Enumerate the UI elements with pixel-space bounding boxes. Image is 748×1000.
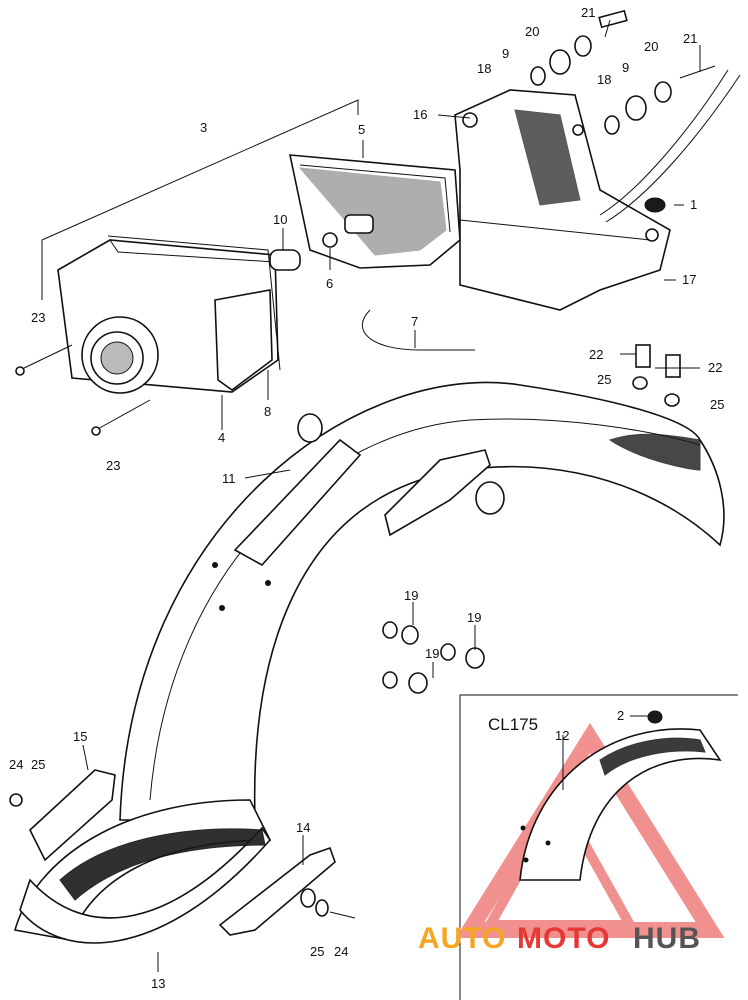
cl175-inset	[459, 694, 738, 1000]
inset-model-label: CL175	[488, 715, 538, 734]
callout-9a: 9	[502, 46, 509, 61]
rear-bracket	[454, 69, 741, 311]
callout-15: 15	[73, 729, 87, 744]
callout-24b: 24	[334, 944, 348, 959]
callout-18a: 18	[477, 61, 491, 76]
callout-11: 11	[222, 471, 236, 486]
watermark-hub: HUB	[633, 922, 701, 955]
callout-20b: 20	[644, 39, 658, 54]
side-bracket	[9, 769, 356, 936]
callout-23b: 23	[106, 458, 120, 473]
wire-harness	[361, 309, 475, 351]
mud-flap	[13, 799, 272, 944]
bracket-hardware	[530, 9, 716, 213]
callout-25a: 25	[31, 757, 45, 772]
callout-14: 14	[296, 820, 310, 835]
rear-fender	[119, 381, 725, 821]
callout-22b: 22	[708, 360, 722, 375]
callout-1: 1	[690, 197, 697, 212]
callout-9b: 9	[622, 60, 629, 75]
callout-19c: 19	[425, 646, 439, 661]
callout-12: 12	[555, 728, 569, 743]
watermark-auto: AUTO	[418, 922, 506, 955]
callout-17: 17	[682, 272, 696, 287]
callout-25d: 25	[310, 944, 324, 959]
callouts: 1 2 3 4 5 6 7 8 9 9 10 11 12 13 14 15 16…	[9, 5, 724, 991]
callout-21b: 21	[683, 31, 697, 46]
callout-19b: 19	[467, 610, 481, 625]
callout-3: 3	[200, 120, 207, 135]
callout-18b: 18	[597, 72, 611, 87]
taillight-base	[288, 154, 461, 269]
callout-16: 16	[413, 107, 427, 122]
leader-lines	[82, 19, 701, 972]
callout-25b: 25	[597, 372, 611, 387]
callout-2: 2	[617, 708, 624, 723]
callout-23a: 23	[31, 310, 45, 325]
watermark-moto: MOTO	[517, 922, 610, 955]
callout-24a: 24	[9, 757, 23, 772]
callout-6: 6	[326, 276, 333, 291]
callout-20a: 20	[525, 24, 539, 39]
callout-7: 7	[411, 314, 418, 329]
callout-22a: 22	[589, 347, 603, 362]
taillight-assembly	[15, 99, 359, 436]
callout-8: 8	[264, 404, 271, 419]
callout-21a: 21	[581, 5, 595, 20]
callout-5: 5	[358, 122, 365, 137]
callout-25c: 25	[710, 397, 724, 412]
fasteners	[382, 344, 681, 694]
callout-19a: 19	[404, 588, 418, 603]
callout-10: 10	[273, 212, 287, 227]
callout-4: 4	[218, 430, 225, 445]
watermark-text: AUTO MOTO HUB	[418, 922, 701, 955]
callout-13: 13	[151, 976, 165, 991]
